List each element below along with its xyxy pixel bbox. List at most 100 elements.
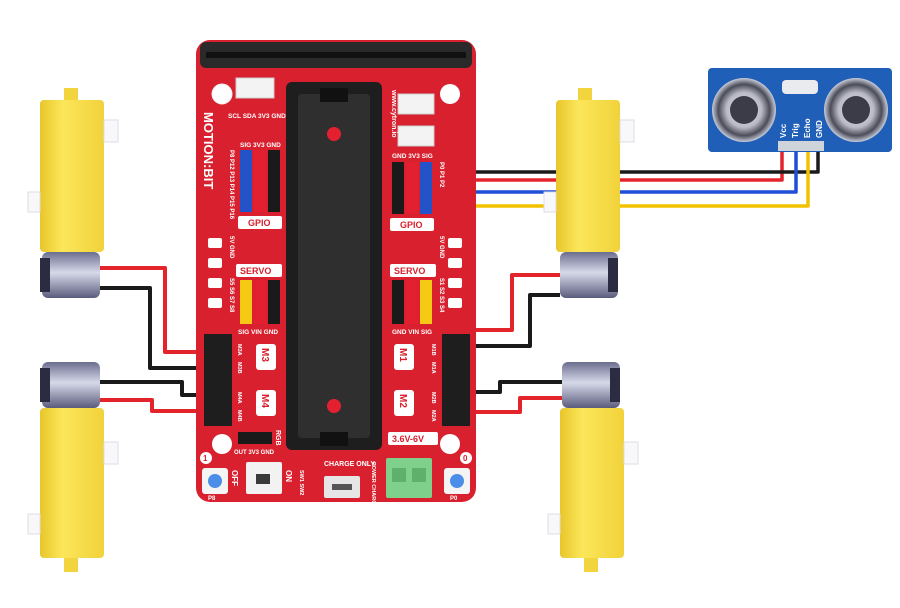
wire-red-m4-bot (100, 398, 207, 413)
motor-tab (103, 119, 119, 143)
right-gpio-header-red (406, 162, 418, 214)
gpio-label-box (238, 216, 282, 229)
wire-black-m4-bot (100, 380, 207, 397)
battery-slot (298, 94, 370, 438)
motor-tab (623, 441, 639, 465)
m3a-pin: M3A (236, 344, 242, 356)
i2c-header-label: SCL SDA 3V3 GND (228, 113, 286, 120)
button-p0-cap[interactable] (450, 474, 464, 488)
left-gpio-header-red (254, 150, 266, 212)
button-1-indicator (200, 452, 212, 464)
i2c-connector-left (235, 77, 275, 99)
button-p8-label: P8 (208, 496, 216, 502)
rgb-label: RGB (274, 430, 281, 446)
board-brand: MOTION:BIT (201, 112, 216, 189)
wire-blue-trig (450, 148, 798, 194)
servo-label-box (236, 264, 282, 277)
mount-hole (440, 434, 460, 454)
wire-red-m2-bot (472, 396, 565, 414)
motor-terminal-left (204, 334, 232, 426)
power-switch-knob[interactable] (256, 474, 270, 484)
motor-gearbox (40, 408, 104, 558)
right-gpio-header-label: GND 3V3 SIG (392, 153, 433, 160)
sensor-pin-gnd: GND (815, 120, 824, 138)
sensor-pin-vcc: Vcc (779, 123, 788, 138)
sensor-pin-echo: Echo (803, 118, 812, 138)
usb-port-slot (332, 484, 352, 490)
power-charge-label: POWER CHARGE (370, 462, 376, 508)
battery-clip (320, 432, 348, 446)
m3-label: M3 (259, 348, 270, 362)
power-terminal-screw (392, 468, 406, 482)
motor-can (560, 252, 618, 298)
wire-black-m3-top (100, 286, 207, 370)
m1-label-box (394, 344, 414, 370)
i2c-connector-right-2 (397, 125, 435, 147)
m2b-pin: M2B (430, 392, 436, 404)
right-indicator-column (448, 238, 462, 308)
left-servo-black (268, 280, 280, 324)
left-gpio-header-label: SIG 3V3 GND (240, 142, 281, 149)
voltage-label-box (388, 432, 438, 445)
motor-tab (543, 191, 557, 213)
motor-tab (547, 513, 561, 535)
left-indicator-column (208, 238, 222, 308)
power-terminal-screw (412, 468, 426, 482)
motor-gearbox (556, 100, 620, 252)
m1b-pin: M1B (430, 344, 436, 356)
charge-only-label: CHARGE ONLY (324, 461, 375, 468)
battery-polarity-dot (327, 127, 341, 141)
mount-hole (440, 84, 460, 104)
right-servo-top-label: 5V GND (438, 236, 444, 259)
motor-can (42, 362, 100, 408)
wire-red-vcc (464, 150, 784, 182)
motor-can (42, 252, 100, 298)
button-0-number: 0 (463, 454, 468, 463)
right-gpio-header-blue (420, 162, 432, 214)
motor-tab (27, 513, 41, 535)
right-servo-label: SERVO (394, 266, 425, 276)
motor-tab (619, 119, 635, 143)
rgb-pins: OUT 3V3 GND (234, 450, 275, 456)
motor-gearbox (40, 100, 104, 252)
left-servo-bottom-label: SIG VIN GND (238, 329, 278, 336)
battery-clip (320, 88, 348, 102)
right-servo-bottom-label: GND VIN SIG (392, 329, 432, 336)
motor-endcap (610, 368, 620, 402)
wire-red-m3-top (100, 266, 207, 354)
motor-shaft (578, 88, 592, 102)
right-servo-red (406, 280, 418, 324)
motor-endcap (608, 258, 618, 292)
edge-connector-slot (206, 52, 466, 58)
board-website: www.cytron.io (390, 89, 397, 138)
button-1-number: 1 (203, 454, 208, 463)
rgb-header (238, 432, 272, 444)
wire-black-m2-bot (472, 380, 565, 394)
power-off-label: OFF (230, 470, 239, 486)
motor-endcap (40, 368, 50, 402)
button-p0-label: P0 (450, 496, 458, 502)
wire-black-gnd (456, 150, 820, 174)
left-servo-red (254, 280, 266, 324)
mount-hole (211, 83, 233, 105)
motion-bit-board: SCL SDA 3V3 GND www.cytron.io MOTION:BIT… (196, 40, 476, 508)
motor-terminal-right (442, 334, 470, 426)
left-gpio-label: GPIO (248, 218, 271, 228)
wire-black-m1-top (472, 293, 560, 348)
ultrasonic-sensor: Vcc Trig Echo GND (708, 68, 892, 152)
button-p8-cap[interactable] (208, 474, 222, 488)
power-on-label: ON (284, 470, 293, 482)
gpio-label-box (390, 218, 434, 231)
motor-tab (103, 441, 119, 465)
m4b-pin: M4B (236, 410, 242, 422)
button-0-indicator (460, 452, 472, 464)
i2c-connector-right (397, 93, 435, 115)
right-servo-yellow (420, 280, 432, 324)
left-servo-label: SERVO (240, 266, 271, 276)
m1-label: M1 (397, 348, 408, 362)
switch-labels: SW1 SW2 (298, 470, 304, 495)
left-gpio-pins: P8 P12 P13 P14 P15 P16 (228, 150, 234, 220)
motor-tab (27, 191, 41, 213)
motor-shaft (584, 558, 598, 572)
wire-red-m1-top (472, 273, 560, 332)
